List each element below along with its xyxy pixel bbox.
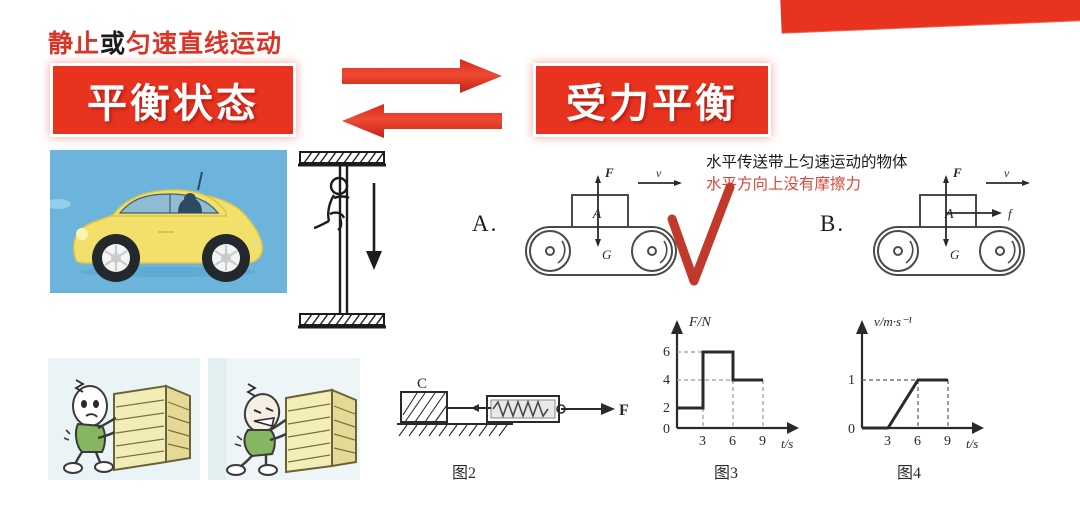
plate-balanced-forces: 受力平衡	[533, 63, 771, 137]
plate-right-label: 受力平衡	[566, 82, 738, 126]
fig4-ytick-1: 1	[848, 373, 855, 388]
plate-left-label: 平衡状态	[87, 82, 259, 126]
headline-part-3: 匀速直线运动	[126, 30, 283, 58]
option-a-letter: A.	[472, 211, 499, 236]
annotation-line-1: 水平传送带上匀速运动的物体	[706, 154, 908, 171]
option-b-letter: B.	[820, 211, 846, 236]
option-a-force-f: F	[604, 165, 614, 180]
option-b-force-g: G	[950, 247, 960, 262]
photo-pushing-crate-2	[208, 358, 360, 480]
arrow-right-icon	[342, 59, 502, 93]
fig3-xtick-3: 3	[699, 434, 706, 449]
option-a-velocity: v	[656, 166, 662, 180]
diagram-person-on-pole	[296, 148, 418, 338]
photo-car-uniform-motion	[50, 150, 287, 293]
option-a-force-g: G	[602, 247, 612, 262]
caption-fig3: 图3	[714, 465, 739, 482]
checkmark-icon	[667, 182, 738, 286]
fig3-ytick-4: 4	[663, 373, 670, 388]
option-b-block-label: A	[944, 207, 954, 222]
fig4-xtick-9: 9	[944, 434, 951, 449]
chart-velocity-time: v/m·s⁻¹ t/s 0 1 3 6 9	[840, 308, 1000, 453]
photo-pushing-crate-1	[48, 358, 200, 480]
headline-part-1: 静止	[48, 30, 101, 58]
caption-fig2: 图2	[452, 465, 477, 482]
corner-banner-decoration	[780, 0, 1080, 34]
fig4-xlabel: t/s	[966, 436, 978, 451]
fig3-ytick-6: 6	[663, 345, 670, 360]
diagram-option-a: A. A F G v	[470, 163, 695, 285]
option-a-block-label: A	[592, 207, 602, 222]
diagram-spring-scale: C F	[395, 376, 635, 450]
fig3-xtick-9: 9	[759, 434, 766, 449]
annotation-line-2: 水平方向上没有摩擦力	[706, 176, 862, 193]
fig3-xtick-6: 6	[729, 434, 736, 449]
fig4-ylabel: v/m·s⁻¹	[874, 314, 912, 329]
option-b-friction: f	[1008, 206, 1014, 221]
arrow-left-icon	[342, 104, 502, 138]
plate-equilibrium-state: 平衡状态	[50, 63, 296, 137]
fig4-xtick-6: 6	[914, 434, 921, 449]
fig4-origin: 0	[848, 422, 855, 437]
fig3-ytick-2: 2	[663, 401, 670, 416]
diagram-option-b: B. A F G f v	[818, 163, 1043, 285]
fig4-xtick-3: 3	[884, 434, 891, 449]
fig3-xlabel: t/s	[781, 436, 793, 451]
option-b-force-f: F	[952, 165, 962, 180]
caption-fig4: 图4	[897, 465, 922, 482]
page-title: 静止或匀速直线运动	[48, 24, 282, 60]
fig3-origin: 0	[663, 422, 670, 437]
fig2-force-label: F	[619, 402, 629, 419]
chart-force-time: F/N t/s 0 2 4 6 3 6 9	[655, 308, 815, 453]
headline-part-2: 或	[100, 30, 127, 58]
fig3-ylabel: F/N	[688, 315, 711, 330]
option-b-velocity: v	[1004, 166, 1010, 180]
fig2-block-label: C	[417, 376, 427, 392]
